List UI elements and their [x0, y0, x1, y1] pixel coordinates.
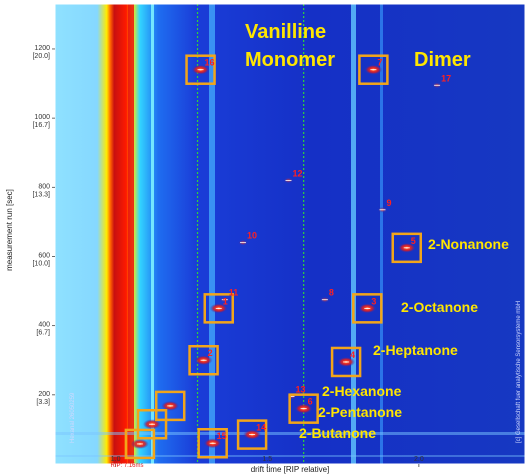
- peak-id-label: 3: [371, 296, 376, 306]
- peak-box: [136, 408, 168, 440]
- peak-id-label: 7: [377, 58, 382, 68]
- row-band: [55, 455, 525, 457]
- y-tick-sublabel: [10.0]: [32, 260, 50, 267]
- peak-id-label: 10: [247, 231, 257, 241]
- label-2-octanone: 2-Octanone: [401, 299, 478, 315]
- plot-frame: [54, 3, 525, 465]
- peak-id-label: 16: [205, 58, 215, 68]
- peak-box: [330, 346, 362, 378]
- peak-id-label: 12: [292, 168, 302, 178]
- rip-band: [128, 4, 134, 464]
- compound-labels: Vanilline Monomer Dimer 2-Nonanone 2-Oct…: [245, 21, 509, 441]
- y-tick-sublabel: [6.7]: [36, 330, 50, 337]
- x-tick-label: 1.5: [262, 456, 272, 463]
- reference-lines: [196, 4, 305, 464]
- y-tick-label: 600: [38, 252, 50, 259]
- y-tick-sublabel: [13.3]: [32, 191, 50, 198]
- peak-box: [288, 393, 319, 424]
- x-tick-label: 1.0: [111, 456, 121, 463]
- rip-note: RIP: 7.16ms: [110, 463, 143, 469]
- peak-id-label: 13: [296, 385, 306, 395]
- y-axis-title: measurement run [sec]: [5, 189, 14, 271]
- column-band: [151, 4, 154, 464]
- x-axis: 1.0 1.5 2.0: [111, 456, 424, 467]
- y-tick-label: 1000: [34, 114, 50, 121]
- label-vanilline: Vanilline: [245, 21, 326, 43]
- peak-box: [391, 232, 422, 264]
- label-2-butanone: 2-Butanone: [299, 425, 376, 441]
- peak-id-label: 2: [208, 348, 213, 358]
- peak-box: [358, 54, 389, 85]
- peak-spots: [130, 64, 443, 449]
- peak-id-label: 14: [256, 423, 266, 433]
- label-2-hexanone: 2-Hexanone: [322, 383, 402, 399]
- peak-box: [236, 419, 268, 450]
- row-band: [55, 432, 525, 435]
- label-monomer: Monomer: [245, 49, 335, 71]
- peak-box: [124, 428, 156, 460]
- label-2-heptanone: 2-Heptanone: [373, 342, 458, 358]
- peak-id-label: 1: [223, 296, 228, 306]
- copyright-note: [c] Gesellschaft fuer analytische Sensor…: [516, 301, 522, 443]
- column-band: [351, 4, 356, 464]
- peak-box: [185, 54, 216, 85]
- y-tick-label: 1200: [34, 45, 50, 52]
- peak-boxes: [124, 54, 422, 460]
- peak-box: [352, 293, 383, 324]
- column-band: [380, 4, 383, 464]
- peak-box: [197, 427, 228, 459]
- left-note: Hexanal 26050259: [70, 392, 76, 443]
- peak-id-label: 11: [229, 288, 239, 298]
- peak-box: [188, 344, 219, 376]
- peak-id-label: 15: [217, 431, 227, 441]
- peak-id-label: 5: [411, 236, 416, 246]
- peak-id-label: 4: [350, 350, 355, 360]
- y-tick-sublabel: [20.0]: [32, 53, 50, 60]
- y-tick-label: 400: [38, 322, 50, 329]
- peak-id-label: 9: [386, 198, 391, 208]
- label-dimer: Dimer: [414, 49, 471, 71]
- x-axis-title: drift time [RIP relative]: [251, 465, 330, 474]
- y-tick-label: 800: [38, 183, 50, 190]
- y-tick-sublabel: [16.7]: [32, 122, 50, 129]
- peak-id-label: 6: [308, 397, 313, 407]
- column-band: [209, 4, 215, 464]
- y-tick-sublabel: [3.3]: [36, 399, 50, 406]
- peak-box: [154, 390, 186, 422]
- x-tick-label: 2.0: [414, 456, 424, 463]
- peak-box: [203, 293, 234, 324]
- y-axis: 200[3.3] 400[6.7] 600[10.0] 800[13.3] 1000[1…: [32, 45, 55, 406]
- peak-id-label: 8: [329, 288, 334, 298]
- y-tick-label: 200: [38, 391, 50, 398]
- label-2-pentanone: 2-Pentanone: [318, 404, 402, 420]
- label-2-nonanone: 2-Nonanone: [428, 236, 509, 252]
- plot-area: [55, 4, 525, 464]
- peak-id-label: 17: [441, 73, 451, 83]
